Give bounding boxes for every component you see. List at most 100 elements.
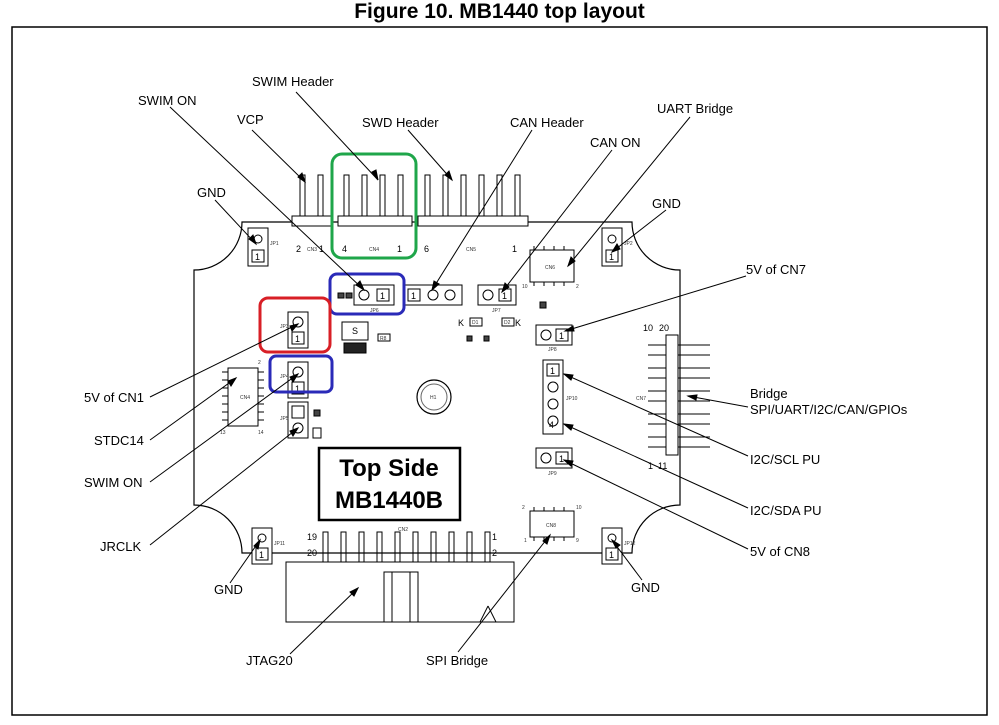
swim-pin [343,174,350,217]
pin-label: 1 [550,366,555,376]
callout-i2c-scl: I2C/SCL PU [750,452,820,467]
pin-label: 4 [549,420,554,430]
callout-swd-header: SWD Header [362,115,439,130]
pin-label: 2 [258,360,261,366]
jrclk-jumper [287,401,322,439]
gnd-pad-top-right [601,227,623,267]
swim-pin [379,174,386,217]
silk-cn6: CN6 [545,265,555,271]
pin-label: 4 [342,244,347,254]
callout-bridge-line1: Bridge [750,386,788,401]
swim-header-body [337,215,413,227]
swd-header-body [417,215,529,227]
mounting-hole [416,379,452,415]
silk-jp7: JP7 [492,308,501,314]
callout-bridge-line2: SPI/UART/I2C/CAN/GPIOs [750,402,908,417]
silk-jp2: JP2 [624,241,633,247]
pin-label: 1 [609,550,614,560]
pin-label: 1 [411,291,416,301]
spi-bridge-chip [529,507,575,541]
can-on-jumper [477,284,517,306]
swim-on-highlight-top [328,272,406,316]
led-k-label: K [458,318,464,328]
pin-label: 19 [307,532,317,542]
swd-pin [424,174,431,217]
callout-uart-bridge: UART Bridge [657,101,733,116]
pin-label: 1 [397,244,402,254]
regulator-chip [341,321,391,354]
callout-i2c-sda: I2C/SDA PU [750,503,822,518]
silk-s: S [352,326,358,336]
callout-vcp: VCP [237,112,264,127]
pin-label: 6 [424,244,429,254]
silk-jp1: JP1 [270,241,279,247]
silk-cn8: CN8 [546,523,556,529]
callout-gnd-bottom-right: GND [631,580,660,595]
pin-label: 1 [255,252,260,262]
callout-5v-cn8: 5V of CN8 [750,544,810,559]
callout-swim-header: SWIM Header [252,74,334,89]
callout-swim-on-left: SWIM ON [84,475,143,490]
i2c-pullup-jumper [542,359,564,435]
swd-pin [442,174,449,217]
pin-label: 1 [524,538,527,544]
callout-can-header: CAN Header [510,115,584,130]
pin-label: 10 [576,505,582,511]
callout-jtag20: JTAG20 [246,653,293,668]
swim-pin [361,174,368,217]
swd-pin [478,174,485,217]
pin-label: 1 [609,252,614,262]
top-headers [291,174,529,227]
callout-gnd-top-right: GND [652,196,681,211]
pin-label: 1 [295,334,300,344]
callout-gnd-top-left: GND [197,185,226,200]
swd-pin [514,174,521,217]
board-title-line2: MB1440B [335,487,443,514]
v5-cn7-jumper [535,324,573,346]
silk-jp3: JP3 [280,324,289,330]
pin-label: 1 [259,550,264,560]
silk-jp6: JP6 [370,308,379,314]
gnd-pad-bottom-left [251,527,273,565]
pin-label: 14 [258,430,264,436]
pin-label: 1 [492,532,497,542]
pin-label: 20 [307,548,317,558]
swim-on-highlight-left [268,354,334,394]
callout-gnd-bottom-left: GND [214,582,243,597]
pin-label: 1 [512,244,517,254]
silk-cn4-top: CN4 [369,247,379,253]
pin-label: 13 [220,430,226,436]
led-k-label: K [515,318,521,328]
leader-lines [149,91,749,655]
vcp-pin [317,174,324,217]
pin-label: 1 [380,291,385,301]
figure-title: Figure 10. MB1440 top layout [354,0,645,23]
swim-on-jumper-top [337,284,395,306]
silk-jp10: JP10 [566,396,578,402]
pin-label: 1 [559,331,564,341]
swim-on-jumper-left [287,361,309,399]
silk-jp4: JP4 [280,374,289,380]
silk-cn3: CN3 [307,247,317,253]
silk-d2: D2 [504,320,511,326]
silk-cn4: CN4 [240,395,250,401]
board-outline [193,221,681,554]
silk-r8: R8 [380,336,387,342]
swd-pin [460,174,467,217]
silk-jp11: JP11 [274,541,285,547]
silk-d1: D1 [472,320,479,326]
pin-label: 9 [576,538,579,544]
bridge-header [648,334,710,456]
v5-cn1-jumper [287,311,309,349]
silk-jp5: JP5 [280,416,289,422]
swd-pin [496,174,503,217]
board-title-line1: Top Side [339,455,439,482]
pin-label: 11 [658,461,667,471]
pin-label: 1 [559,454,564,464]
jtag20-connector [285,561,515,623]
gnd-pad-bottom-right [601,527,623,565]
callout-can-on: CAN ON [590,135,641,150]
silk-cn2: CN2 [398,527,408,533]
callout-spi-bridge: SPI Bridge [426,653,488,668]
